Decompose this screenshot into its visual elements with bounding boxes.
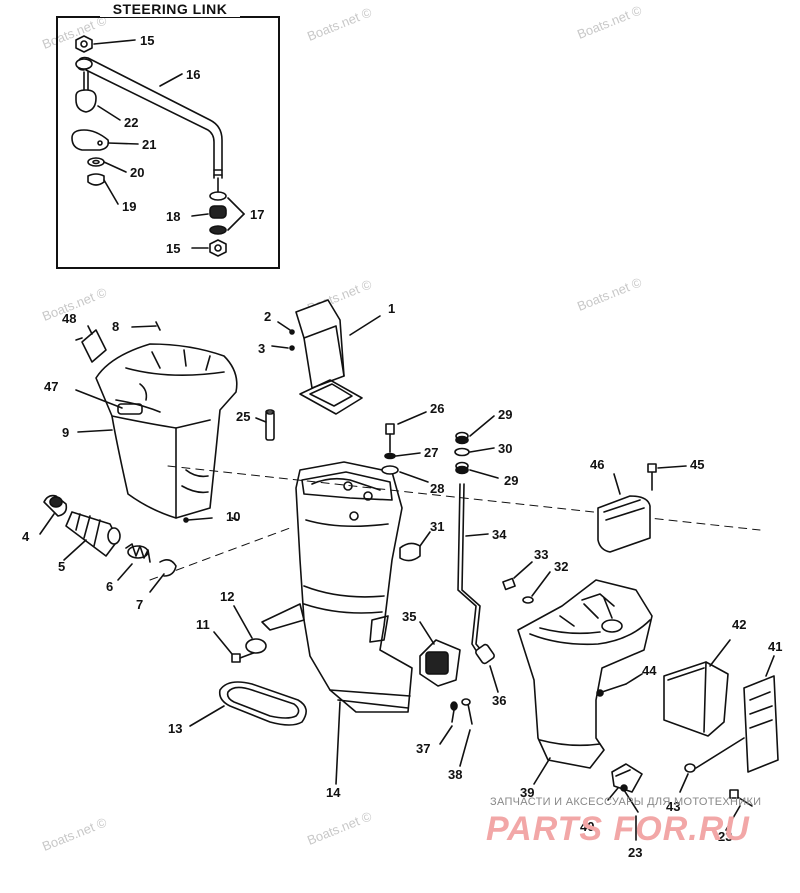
callout-7: 7 xyxy=(136,597,144,612)
callout-21: 21 xyxy=(142,137,157,152)
steering-link-inset xyxy=(56,16,280,269)
part-nut-29-top xyxy=(455,431,469,445)
callout-35: 35 xyxy=(402,609,417,624)
callout-28: 28 xyxy=(430,481,445,496)
callout-19: 19 xyxy=(122,199,137,214)
part-seal-13 xyxy=(218,681,307,726)
callout-16: 16 xyxy=(186,67,201,82)
brand-watermark: ЗАПЧАСТИ И АКСЕССУАРЫ ДЛЯ МОТОТЕХНИКИ PA… xyxy=(478,796,796,888)
callout-37: 37 xyxy=(416,741,431,756)
inset-title: STEERING LINK xyxy=(100,1,240,17)
part-clip-7 xyxy=(159,558,177,577)
part-washer-28 xyxy=(381,465,399,475)
part-plate-42 xyxy=(663,661,729,737)
part-bolt-33 xyxy=(502,577,516,591)
part-grommet-31 xyxy=(399,542,421,562)
callout-23-left: 23 xyxy=(628,845,643,860)
part-bushings-17 xyxy=(209,177,227,235)
part-steering-link-16 xyxy=(75,56,223,179)
part-pin-25 xyxy=(265,409,275,441)
brand-logo: PARTS FOR.RU xyxy=(486,810,750,848)
part-water-tube-guide-1 xyxy=(295,299,363,415)
callout-48: 48 xyxy=(62,311,77,326)
callout-3: 3 xyxy=(258,341,266,356)
callout-42: 42 xyxy=(732,617,747,632)
callout-29-bottom: 29 xyxy=(504,473,519,488)
callout-40: 40 xyxy=(580,819,595,834)
callout-46: 46 xyxy=(590,457,605,472)
part-screw-37 xyxy=(450,701,458,723)
part-side-plate-41 xyxy=(743,675,779,773)
part-nut-29-bottom xyxy=(455,461,469,475)
callout-23-right: 23 xyxy=(718,829,733,844)
callout-44: 44 xyxy=(642,663,657,678)
part-screw-23-right xyxy=(729,789,753,807)
callout-9: 9 xyxy=(62,425,70,440)
callout-45: 45 xyxy=(690,457,705,472)
callout-2: 2 xyxy=(264,309,272,324)
callout-20: 20 xyxy=(130,165,145,180)
part-lower-cover-9 xyxy=(95,343,238,519)
part-boot-5 xyxy=(65,511,121,557)
part-shift-rod-34 xyxy=(457,483,495,665)
callout-10: 10 xyxy=(226,509,241,524)
callout-43: 43 xyxy=(666,799,681,814)
part-washer-32 xyxy=(522,596,534,604)
callout-39: 39 xyxy=(520,785,535,800)
part-spring-6 xyxy=(125,543,151,563)
part-nut-15-bottom xyxy=(209,239,227,257)
callout-25: 25 xyxy=(236,409,251,424)
brand-tagline: ЗАПЧАСТИ И АКСЕССУАРЫ ДЛЯ МОТОТЕХНИКИ xyxy=(490,796,762,808)
callout-17: 17 xyxy=(250,207,265,222)
part-cap-4 xyxy=(43,494,68,517)
part-washer-30 xyxy=(454,447,470,457)
part-bracket-40 xyxy=(611,763,643,793)
part-nut-15-top xyxy=(75,35,93,53)
part-nut-43 xyxy=(684,763,696,773)
callout-47: 47 xyxy=(44,379,59,394)
callout-18: 18 xyxy=(166,209,181,224)
callout-12: 12 xyxy=(220,589,235,604)
callout-30: 30 xyxy=(498,441,513,456)
callout-8: 8 xyxy=(112,319,120,334)
callout-13: 13 xyxy=(168,721,183,736)
callout-22: 22 xyxy=(124,115,139,130)
part-screw-11 xyxy=(231,651,257,663)
part-bolt-26 xyxy=(385,423,395,453)
part-nut-19 xyxy=(87,173,105,186)
part-driveshaft-housing-14 xyxy=(261,461,413,713)
callout-27: 27 xyxy=(424,445,439,460)
callout-15-bottom: 15 xyxy=(166,241,181,256)
callout-29-top: 29 xyxy=(498,407,513,422)
part-pad-46 xyxy=(597,495,651,553)
part-screw-23-left xyxy=(620,784,639,813)
part-exhaust-housing-39 xyxy=(517,579,653,769)
callout-6: 6 xyxy=(106,579,114,594)
callout-14: 14 xyxy=(326,785,341,800)
callout-1: 1 xyxy=(388,301,396,316)
callout-26: 26 xyxy=(430,401,445,416)
part-bracket-35 xyxy=(419,639,461,687)
callout-11: 11 xyxy=(196,617,210,632)
part-washer-20 xyxy=(87,157,105,167)
callout-32: 32 xyxy=(554,559,569,574)
part-decal-48 xyxy=(81,329,107,363)
part-washer-12 xyxy=(245,638,267,654)
part-lockwasher-27 xyxy=(384,452,396,460)
callout-4: 4 xyxy=(22,529,30,544)
part-screw-38 xyxy=(461,698,473,725)
part-ball-joint-22 xyxy=(75,71,97,113)
callout-5: 5 xyxy=(58,559,66,574)
callout-36: 36 xyxy=(492,693,507,708)
callout-31: 31 xyxy=(430,519,445,534)
part-plate-21 xyxy=(71,129,110,151)
callout-15-top: 15 xyxy=(140,33,155,48)
callout-38: 38 xyxy=(448,767,463,782)
callout-34: 34 xyxy=(492,527,507,542)
callout-41: 41 xyxy=(768,639,783,654)
callout-33: 33 xyxy=(534,547,549,562)
